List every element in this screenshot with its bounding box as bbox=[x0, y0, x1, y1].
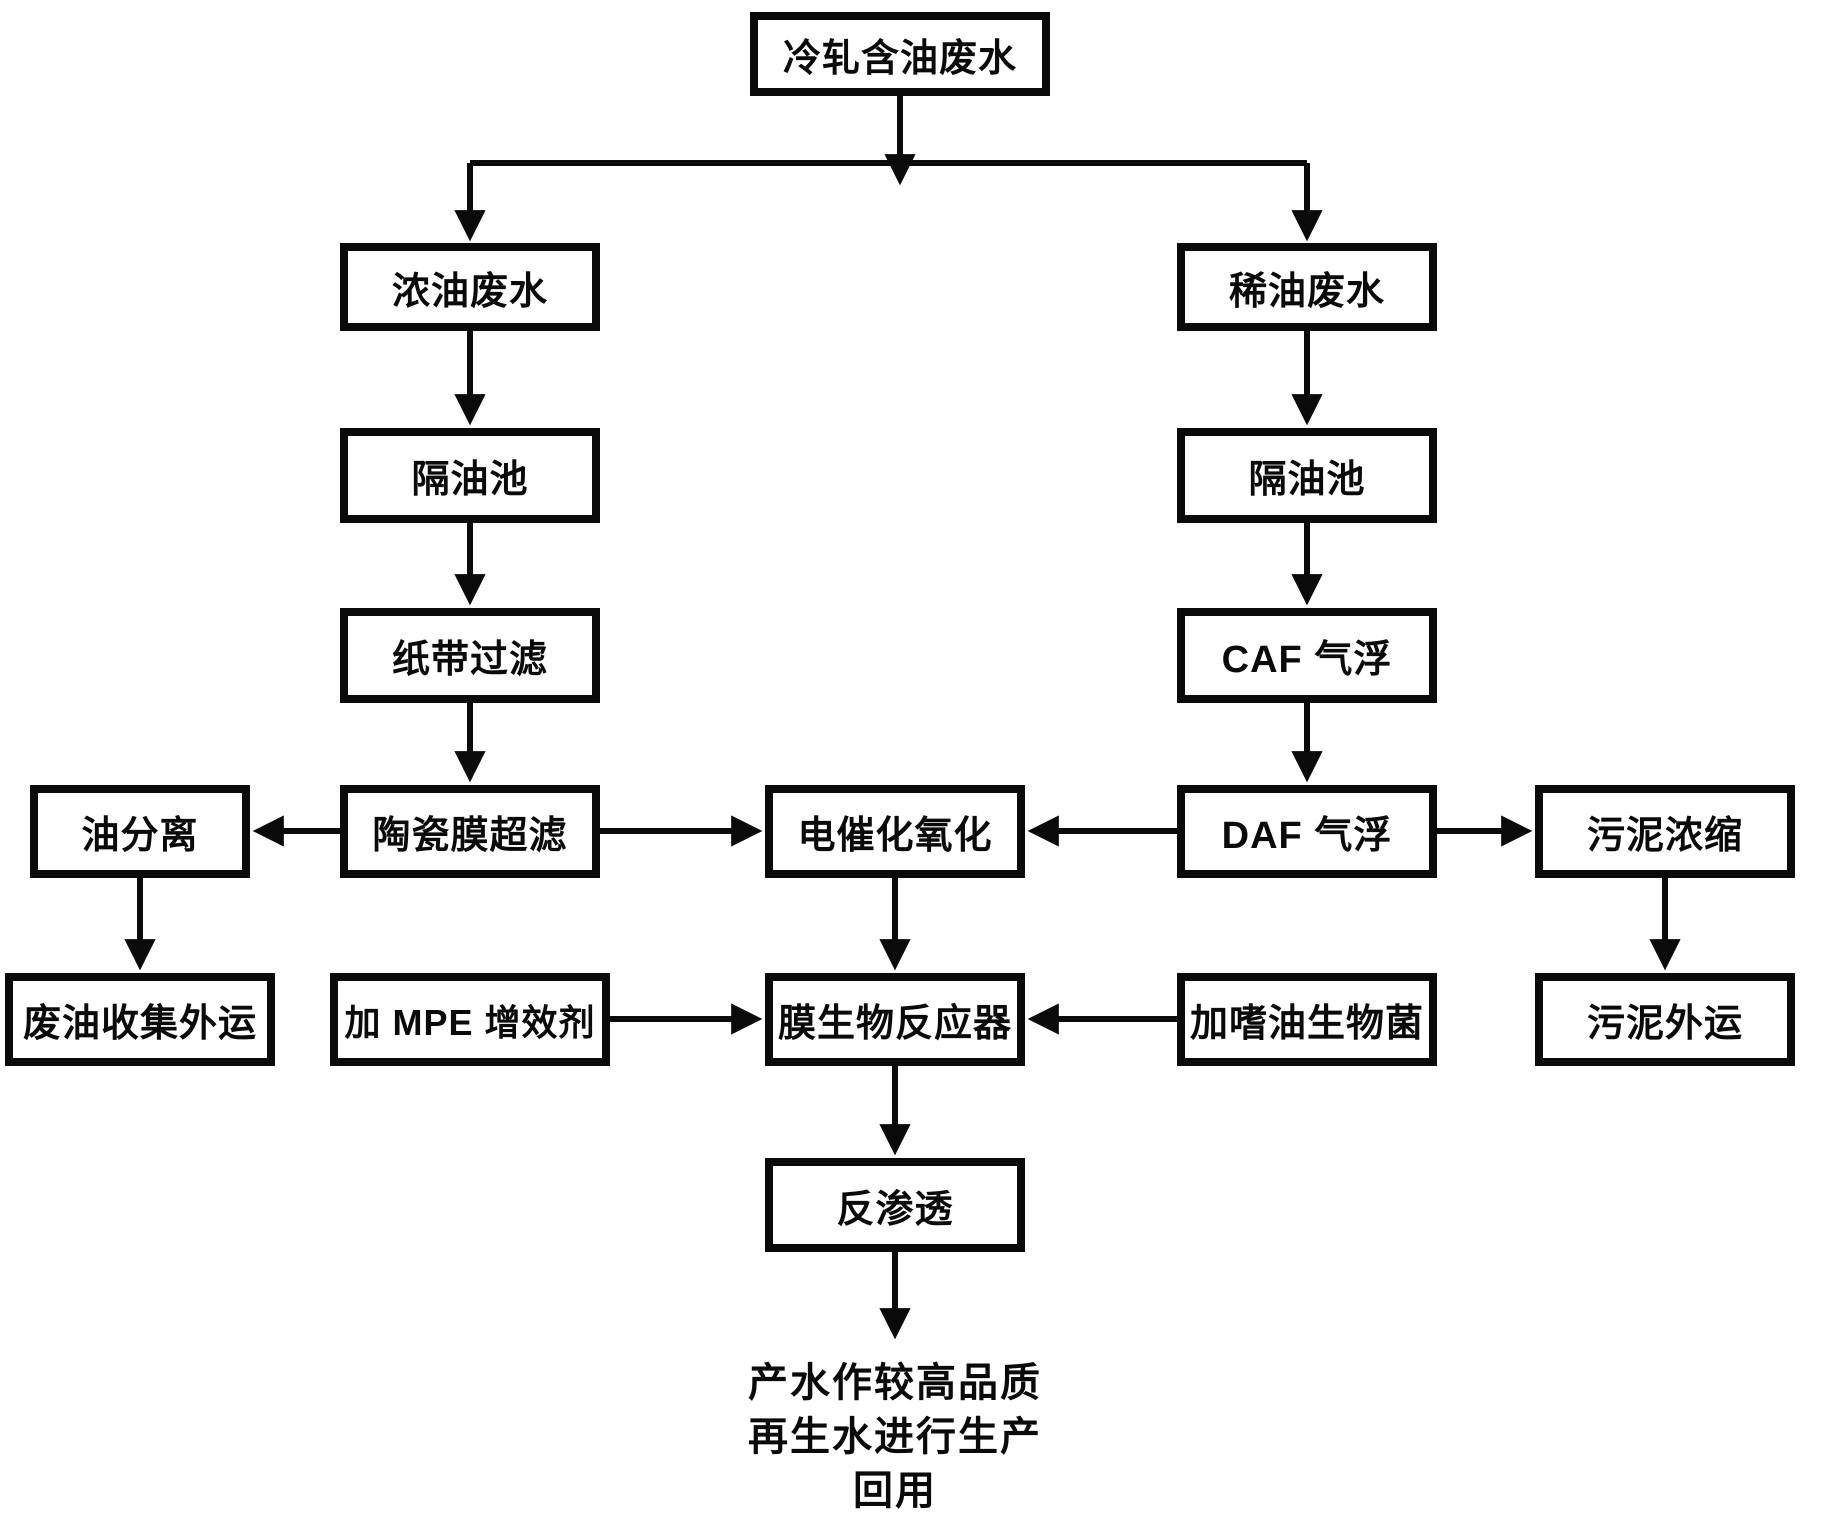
node-sludge-thickening: 污泥浓缩 bbox=[1535, 785, 1795, 878]
node-cold-rolling-oily-wastewater: 冷轧含油废水 bbox=[750, 12, 1050, 96]
node-ceramic-membrane-ultrafiltration: 陶瓷膜超滤 bbox=[340, 785, 600, 878]
final-note-line2: 再生水进行生产 bbox=[748, 1415, 1042, 1459]
node-waste-oil-collection-transport: 废油收集外运 bbox=[5, 973, 275, 1066]
node-concentrated-oil-wastewater: 浓油废水 bbox=[340, 243, 600, 331]
node-membrane-bioreactor: 膜生物反应器 bbox=[765, 973, 1025, 1066]
node-oil-separation: 油分离 bbox=[30, 785, 250, 878]
node-oil-separation-tank-left: 隔油池 bbox=[340, 428, 600, 523]
node-daf-air-flotation: DAF 气浮 bbox=[1177, 785, 1437, 878]
node-oil-separation-tank-right: 隔油池 bbox=[1177, 428, 1437, 523]
node-caf-air-flotation: CAF 气浮 bbox=[1177, 608, 1437, 703]
node-electrocatalytic-oxidation: 电催化氧化 bbox=[765, 785, 1025, 878]
node-reverse-osmosis: 反渗透 bbox=[765, 1158, 1025, 1252]
node-sludge-transport: 污泥外运 bbox=[1535, 973, 1795, 1066]
final-note-line3: 回用 bbox=[853, 1469, 937, 1513]
final-note-line1: 产水作较高品质 bbox=[748, 1361, 1042, 1405]
node-mpe-additive: 加 MPE 增效剂 bbox=[330, 973, 610, 1066]
node-dilute-oil-wastewater: 稀油废水 bbox=[1177, 243, 1437, 331]
node-paper-belt-filter: 纸带过滤 bbox=[340, 608, 600, 703]
node-oil-eating-bacteria: 加嗜油生物菌 bbox=[1177, 973, 1437, 1066]
final-note: 产水作较高品质 再生水进行生产 回用 bbox=[620, 1356, 1170, 1518]
